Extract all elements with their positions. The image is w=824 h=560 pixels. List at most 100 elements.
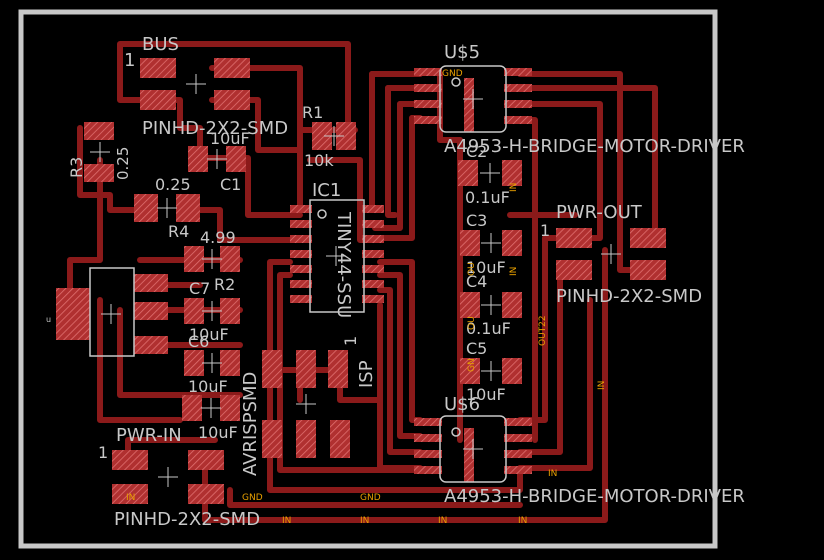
r2-name: R2 — [214, 275, 235, 294]
net-label-ou: OU — [467, 262, 477, 276]
net-label-in: IN — [509, 267, 519, 276]
c2-name: C2 — [466, 142, 487, 161]
pwr-out-pad — [630, 228, 666, 248]
regulator-pin — [134, 274, 168, 292]
pwr-out-name: PWR-OUT — [556, 202, 643, 223]
c3-pad — [460, 230, 480, 256]
isp-name: ISP — [356, 360, 377, 388]
pwr-in-name: PWR-IN — [116, 425, 182, 446]
isp-pad — [296, 350, 316, 388]
regulator-tab — [56, 288, 90, 340]
bus-pad — [140, 90, 176, 110]
c4-value: 0.1uF — [466, 319, 511, 338]
r4-value: 0.25 — [155, 175, 191, 194]
pwr-out-pad — [556, 260, 592, 280]
c4-pad — [460, 292, 480, 318]
net-label-in: IN — [360, 516, 369, 526]
ic1-value: TINY44-SSU — [333, 211, 354, 318]
c3-name: C3 — [466, 211, 487, 230]
isp-pad — [330, 420, 350, 458]
net-label-gnd: GND — [442, 69, 463, 79]
bus-pin1: 1 — [124, 50, 135, 71]
c6-name: C6 — [188, 332, 209, 351]
c5-pad — [460, 358, 480, 384]
r3-value: 0.25 — [114, 147, 132, 180]
r2-value: 4.99 — [200, 228, 236, 247]
c1-name: C1 — [220, 175, 241, 194]
net-labels: GND GND GND IN IN IN IN IN IN OUT22 OU O… — [126, 69, 607, 526]
bus-pad — [214, 90, 250, 110]
c7-value: 10uF — [189, 325, 229, 344]
r4-name: R4 — [168, 222, 189, 241]
c4-name: C4 — [466, 272, 487, 291]
c7-name: C7 — [189, 279, 210, 298]
pwr-in-pad — [112, 484, 148, 504]
silkscreen-labels: BUS 1 PINHD-2X2-SMD R1 10k R3 0.25 10uF … — [46, 34, 745, 530]
r2-pad — [184, 246, 204, 272]
bus-value: PINHD-2X2-SMD — [142, 118, 288, 139]
net-label-in: IN — [548, 469, 557, 479]
net-label-in: IN — [438, 516, 447, 526]
pwr-in-value: PINHD-2X2-SMD — [114, 509, 260, 530]
c6-value: 10uF — [188, 377, 228, 396]
pwr-out-pad — [630, 260, 666, 280]
u5-name: U$5 — [444, 42, 480, 63]
c8-pad — [220, 395, 240, 421]
regulator-mark: u — [46, 315, 51, 324]
c5-value: 10uF — [466, 385, 506, 404]
r1-pad — [312, 122, 332, 150]
pwr-out-value: PINHD-2X2-SMD — [556, 286, 702, 307]
c6-pad — [184, 350, 204, 376]
net-label-in: IN — [509, 183, 519, 192]
r1-value: 10k — [304, 151, 334, 170]
c7-pad — [220, 298, 240, 324]
r4-pad — [134, 194, 158, 222]
c6-pad — [220, 350, 240, 376]
pwr-in-pad — [112, 450, 148, 470]
c1-pad — [188, 146, 208, 172]
c2-pad — [502, 160, 522, 186]
c3-pad — [502, 230, 522, 256]
u6-value: A4953-H-BRIDGE-MOTOR-DRIVER — [444, 486, 745, 507]
pwr-in-pad — [188, 484, 224, 504]
bus-pad — [214, 58, 250, 78]
c5-name: C5 — [466, 339, 487, 358]
c5-pad — [502, 358, 522, 384]
net-label-in: IN — [126, 493, 135, 503]
r1-pad — [336, 122, 356, 150]
net-label-gnd: GND — [360, 493, 381, 503]
c2-value: 0.1uF — [465, 188, 510, 207]
r3-pad — [84, 164, 114, 182]
r1-name: R1 — [302, 103, 323, 122]
isp-value: AVRISPSMD — [240, 372, 261, 476]
c8-value: 10uF — [198, 423, 238, 442]
c4-pad — [502, 292, 522, 318]
r3-name: R3 — [67, 157, 86, 178]
net-label-gnd: GND — [242, 493, 263, 503]
c1-pad — [226, 146, 246, 172]
u5-value: A4953-H-BRIDGE-MOTOR-DRIVER — [444, 136, 745, 157]
bus-pad — [140, 58, 176, 78]
silkscreen-outlines — [89, 65, 507, 483]
regulator-pin — [134, 302, 168, 320]
net-label-in: IN — [282, 516, 291, 526]
regulator-pin — [134, 336, 168, 354]
pwr-in-pad — [188, 450, 224, 470]
board-outline — [18, 9, 718, 549]
net-label-ou: OU — [467, 316, 477, 330]
net-label-out22: OUT22 — [538, 315, 548, 346]
net-label-gn: GN — [467, 358, 477, 372]
ic1-name: IC1 — [312, 180, 341, 201]
net-label-in: IN — [518, 516, 527, 526]
isp-pad — [328, 350, 348, 388]
isp-pin1: 1 — [341, 336, 360, 346]
origin-crosses — [90, 74, 621, 487]
pwr-out-pin1: 1 — [540, 221, 550, 240]
isp-pad — [296, 420, 316, 458]
r4-pad — [176, 194, 200, 222]
pwr-out-pad — [556, 228, 592, 248]
u6-name: U$6 — [444, 394, 480, 415]
c3-value: 10uF — [466, 258, 506, 277]
r2-pad — [220, 246, 240, 272]
